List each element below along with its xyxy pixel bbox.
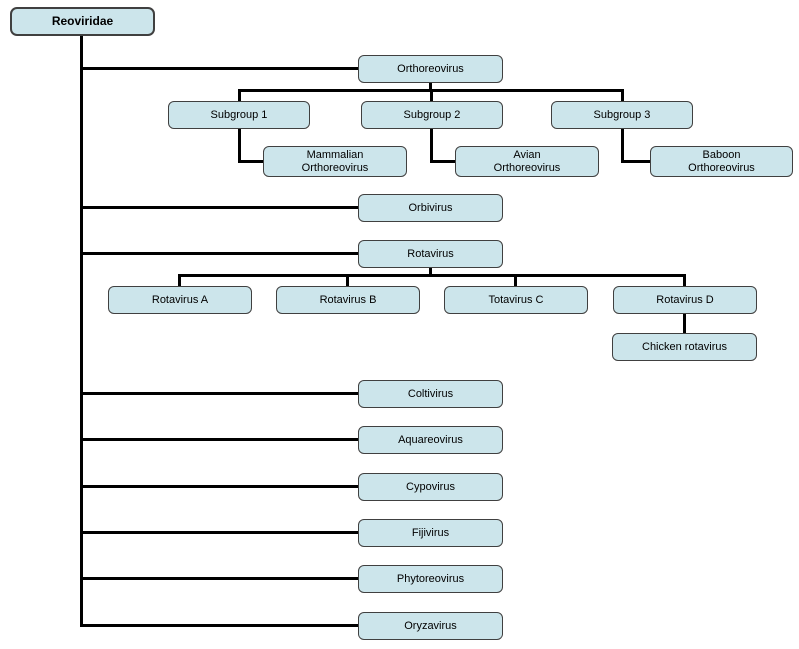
connector-branch-fijivirus	[80, 531, 358, 534]
node-mammalian-orthoreovirus: Mammalian Orthoreovirus	[263, 146, 407, 177]
connector-subgroup2-drop	[430, 89, 433, 102]
node-aquareovirus: Aquareovirus	[358, 426, 503, 454]
connector-baboon-elbow-h	[621, 160, 650, 163]
node-orbivirus: Orbivirus	[358, 194, 503, 222]
node-avian-orthoreovirus: Avian Orthoreovirus	[455, 146, 599, 177]
node-cypovirus: Cypovirus	[358, 473, 503, 501]
node-rotavirus-a: Rotavirus A	[108, 286, 252, 314]
connector-branch-rotavirus	[80, 252, 358, 255]
node-phytoreovirus: Phytoreovirus	[358, 565, 503, 593]
connector-avian-elbow-h	[430, 160, 455, 163]
connector-mammalian-elbow-h	[238, 160, 263, 163]
connector-mammalian-elbow-v	[238, 129, 241, 163]
connector-branch-coltivirus	[80, 392, 358, 395]
node-subgroup-2: Subgroup 2	[361, 101, 503, 129]
node-rotavirus-d: Rotavirus D	[613, 286, 757, 314]
connector-branch-oryzavirus	[80, 624, 358, 627]
connector-rotavirus-b-drop	[346, 274, 349, 287]
node-totavirus-c: Totavirus C	[444, 286, 588, 314]
connector-rotavirus-stub	[429, 268, 432, 277]
node-orthoreovirus: Orthoreovirus	[358, 55, 503, 83]
connector-chicken-drop	[683, 314, 686, 334]
node-subgroup-3: Subgroup 3	[551, 101, 693, 129]
connector-rotavirus-d-drop	[683, 274, 686, 287]
connector-branch-cypovirus	[80, 485, 358, 488]
connector-baboon-elbow-v	[621, 129, 624, 163]
node-oryzavirus: Oryzavirus	[358, 612, 503, 640]
node-rotavirus-b: Rotavirus B	[276, 286, 420, 314]
connector-rotavirus-a-drop	[178, 274, 181, 287]
connector-subgroup1-drop	[238, 89, 241, 102]
node-baboon-orthoreovirus: Baboon Orthoreovirus	[650, 146, 793, 177]
connector-branch-aquareovirus	[80, 438, 358, 441]
node-rotavirus: Rotavirus	[358, 240, 503, 268]
connector-rotavirus-rail	[178, 274, 686, 277]
node-chicken-rotavirus: Chicken rotavirus	[612, 333, 757, 361]
connector-orthoreovirus-stub	[429, 83, 432, 92]
connector-branch-phytoreovirus	[80, 577, 358, 580]
connector-subgroup3-drop	[621, 89, 624, 102]
node-reoviridae: Reoviridae	[10, 7, 155, 36]
connector-branch-orthoreovirus	[80, 67, 358, 70]
node-fijivirus: Fijivirus	[358, 519, 503, 547]
node-coltivirus: Coltivirus	[358, 380, 503, 408]
connector-branch-orbivirus	[80, 206, 358, 209]
node-subgroup-1: Subgroup 1	[168, 101, 310, 129]
connector-avian-elbow-v	[430, 129, 433, 163]
connector-trunk	[80, 36, 83, 626]
connector-totavirus-c-drop	[514, 274, 517, 287]
